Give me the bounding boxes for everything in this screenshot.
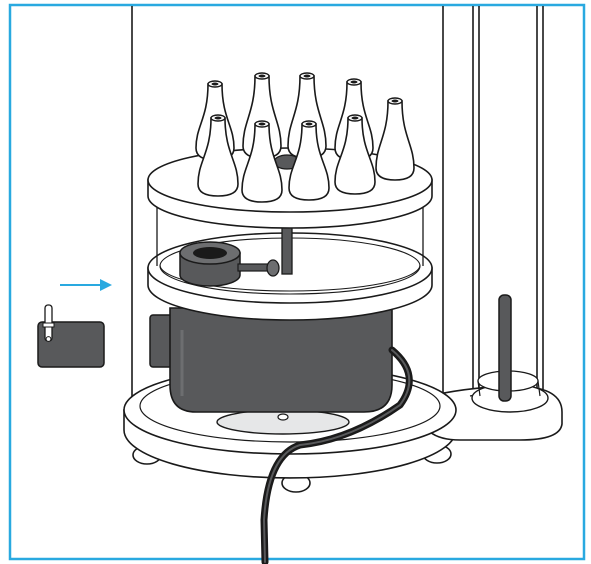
- nozzle-cone-icon: [334, 114, 376, 195]
- shaft-collar: [179, 241, 280, 287]
- vertical-rod: [498, 294, 512, 402]
- power-cable: [260, 346, 413, 564]
- arrow-right-icon: [60, 279, 112, 291]
- tag-label-icon: [37, 304, 105, 368]
- frame-border: [8, 3, 586, 561]
- nozzle-cone-icon: [197, 114, 239, 197]
- nozzle-cone-icon: [242, 72, 282, 159]
- nozzle-cone-icon: [241, 120, 283, 203]
- motor-housing: [149, 307, 393, 435]
- nozzle-cones: [195, 72, 415, 203]
- nozzle-cone-icon: [288, 120, 330, 201]
- nozzle-cone-icon: [375, 97, 415, 181]
